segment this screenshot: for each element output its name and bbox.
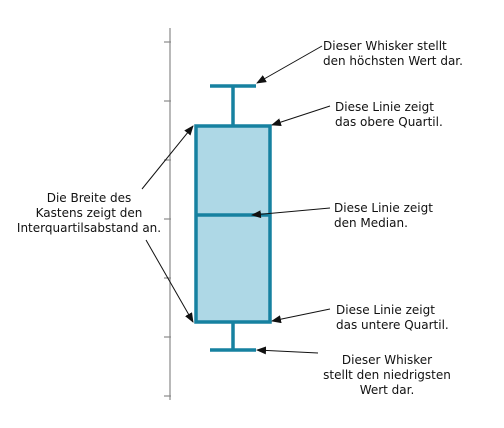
label-box-width: Die Breite des Kastens zeigt den Interqu… bbox=[16, 191, 162, 235]
label-lower-quartile: Diese Linie zeigt das untere Quartil. bbox=[336, 303, 449, 332]
arrow-max-whisker bbox=[256, 45, 323, 84]
label-min-whisker: Dieser Whisker stellt den niedrigsten We… bbox=[323, 353, 451, 397]
arrow-box-width-top bbox=[141, 125, 194, 190]
arrow-min-whisker bbox=[256, 346, 319, 355]
label-max-whisker: Dieser Whisker stellt den höchsten Wert … bbox=[323, 39, 463, 68]
arrow-upper-quartile bbox=[271, 105, 331, 126]
label-median: Diese Linie zeigt den Median. bbox=[334, 201, 433, 230]
arrow-lower-quartile bbox=[271, 308, 331, 324]
interquartile-box bbox=[194, 124, 272, 324]
arrow-box-width-bottom bbox=[145, 239, 194, 323]
label-upper-quartile: Diese Linie zeigt das obere Quartil. bbox=[335, 100, 443, 129]
arrow-median bbox=[251, 207, 331, 219]
